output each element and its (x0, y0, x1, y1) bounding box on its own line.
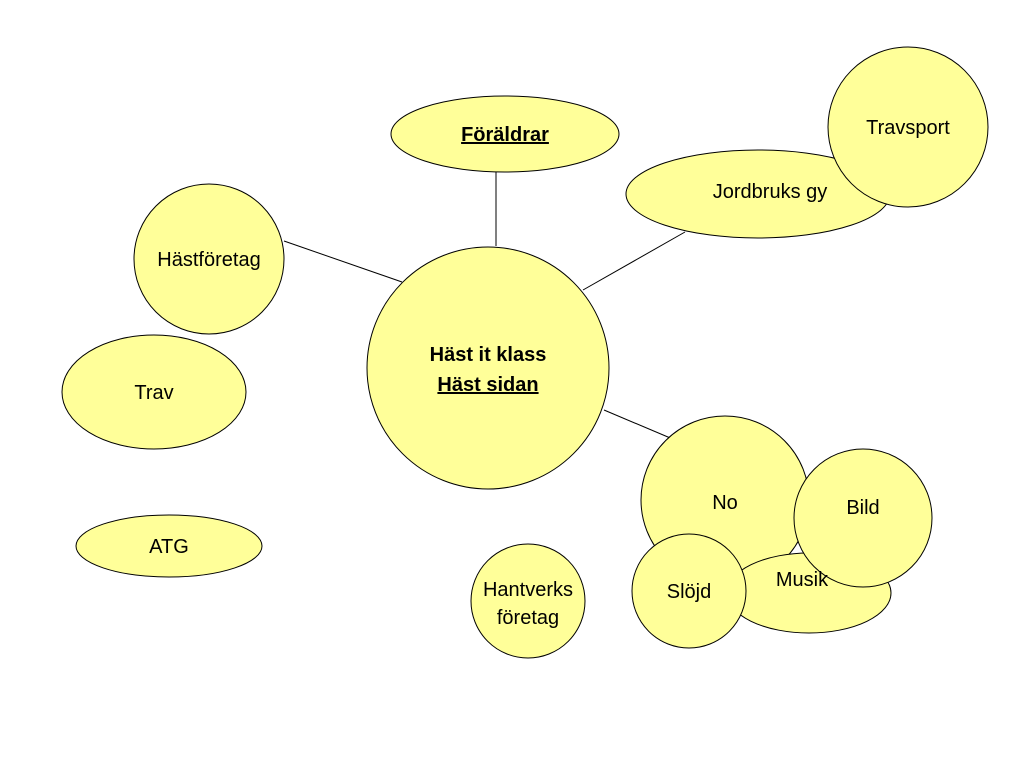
node-center-label-line2: Häst sidan (437, 374, 538, 396)
node-trav-label: Trav (134, 382, 173, 404)
node-slojd-label: Slöjd (667, 581, 711, 603)
node-hantverks (470, 543, 586, 659)
node-musik-label: Musik (776, 569, 829, 591)
node-travsport (827, 46, 989, 208)
node-foraldrar-label: Föräldrar (461, 124, 549, 146)
node-foraldrar (390, 95, 620, 173)
node-hantverks-label-line1: Hantverks (483, 579, 573, 601)
edge-center-hastforetag (283, 240, 403, 283)
edge-center-no (603, 409, 676, 441)
node-atg (75, 514, 263, 578)
node-hastforetag (133, 183, 285, 335)
node-hastforetag-label: Hästföretag (157, 249, 260, 271)
node-trav (61, 334, 247, 450)
edge-center-jordbruks (582, 231, 686, 291)
node-atg-label: ATG (149, 536, 189, 558)
node-no-label: No (712, 492, 738, 514)
node-travsport-label: Travsport (866, 117, 950, 139)
node-bild (793, 448, 933, 588)
node-bild-label: Bild (846, 497, 879, 519)
node-hantverks-label-line2: företag (497, 607, 559, 629)
node-center-label-line1: Häst it klass (430, 344, 547, 366)
node-center (366, 246, 610, 490)
node-jordbruks-label: Jordbruks gy (713, 181, 828, 203)
node-slojd (631, 533, 747, 649)
